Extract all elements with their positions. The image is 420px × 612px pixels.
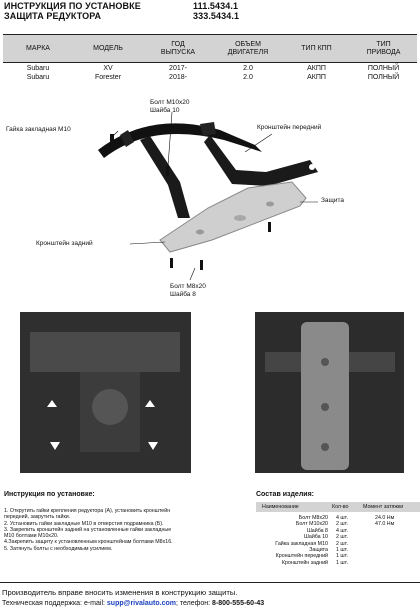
col-year-header: ГОД ВЫПУСКА: [160, 40, 196, 56]
col-engine-header: ОБЪЕМ ДВИГАТЕЛЯ: [227, 40, 269, 56]
bracket-rear-shape: [98, 123, 262, 158]
part-qty: 2 шт.: [336, 540, 348, 547]
part-qty: 1 шт.: [336, 559, 348, 566]
part-name: Шайба 8: [306, 527, 328, 534]
bracket-front-leg: [140, 136, 190, 218]
instruction-line: 3. Закрепить кронштейн задний на установ…: [4, 526, 172, 533]
label-bolt-m8: Болт M8x20 Шайба 8: [170, 283, 206, 298]
doc-title-line1: ИНСТРУКЦИЯ ПО УСТАНОВКЕ: [4, 1, 141, 11]
part-qty: 2 шт.: [336, 521, 348, 528]
cell-drive: ПОЛНЫЙ ПОЛНЫЙ: [367, 65, 400, 81]
parts-header-qty: Кол-во: [332, 504, 349, 510]
part-name: Защита: [309, 546, 328, 553]
instruction-line: 5. Затянуть болты с необходимым усилием.: [4, 545, 113, 552]
bracket-rear-tab: [120, 130, 134, 147]
instruction-line: передний, закрутить гайки.: [4, 514, 71, 521]
part-qty: 2 шт.: [336, 534, 348, 541]
support-prefix: Техническая поддержка: e-mail:: [2, 600, 107, 607]
guard-plate-shape: [159, 181, 307, 253]
bolt-m10-top: [166, 166, 169, 176]
part-name: Гайка закладная M10: [275, 540, 328, 547]
col-brand-header: МАРКА: [26, 44, 50, 52]
col-drive-header: ТИП ПРИВОДА: [366, 40, 401, 56]
assembly-diagram: [98, 111, 318, 281]
part-name: Болт M10x20: [295, 521, 328, 528]
instruction-line: 2. Установить гайки закладные M10 в отве…: [4, 520, 164, 527]
bolt-m8-left: [170, 258, 173, 268]
part-qty: 1 шт.: [336, 546, 348, 553]
part-qty: 1 шт.: [336, 553, 348, 560]
parts-row: Болт M10x20 2 шт. 47.0 Нм: [256, 521, 420, 527]
product-code-1: 111.5434.1: [193, 1, 239, 11]
footer-support: Техническая поддержка: e-mail: supp@riva…: [2, 600, 264, 607]
col-gearbox-header: ТИП КПП: [301, 44, 332, 52]
instructions-list: 1. Открутить гайки крепления редуктора (…: [4, 508, 244, 552]
part-name: Кронштейн задний: [281, 559, 328, 566]
instructions-title: Инструкция по установке:: [4, 491, 95, 498]
support-phone-prefix: ; телефон:: [175, 600, 213, 607]
product-code-2: 333.5434.1: [193, 11, 240, 21]
cell-engine: 2.0 2.0: [243, 65, 253, 81]
guard-hole-3: [234, 215, 246, 221]
bracket-front-hole: [309, 164, 315, 170]
parts-header: Наименование Кол-во Момент затяжки: [256, 502, 420, 512]
part-name: Кронштейн передний: [275, 553, 328, 560]
parts-header-name: Наименование: [262, 504, 299, 510]
photo-install-right: [255, 312, 404, 473]
label-nut-m10: Гайка закладная M10: [6, 126, 71, 133]
parts-table: Болт M8x20 4 шт. 24.0 Нм Болт M10x20 2 ш…: [256, 515, 420, 566]
bolt-m8-side: [268, 222, 271, 232]
part-qty: 4 шт.: [336, 527, 348, 534]
footer-divider: [0, 582, 420, 583]
instruction-line: M10 болтами M10x20.: [4, 533, 59, 540]
guard-hole-1: [196, 229, 204, 235]
label-bracket-rear: Кронштейн задний: [36, 240, 93, 247]
vehicle-table-header: МАРКА МОДЕЛЬ ГОД ВЫПУСКА ОБЪЕМ ДВИГАТЕЛЯ…: [3, 34, 417, 63]
bracket-front-arm: [204, 135, 318, 186]
part-torque: 47.0 Нм: [375, 521, 395, 528]
doc-title-line2: ЗАЩИТА РЕДУКТОРА: [4, 11, 102, 21]
parts-row: Шайба 8 4 шт.: [256, 528, 420, 534]
guard-hole-2: [266, 201, 274, 207]
parts-row: Болт M8x20 4 шт. 24.0 Нм: [256, 515, 420, 521]
label-bolt-m10: Болт M10x20 Шайба 10: [150, 99, 190, 114]
cell-year: 2017- 2018-: [169, 65, 187, 81]
parts-row: Шайба 10 2 шт.: [256, 534, 420, 540]
parts-header-torque: Момент затяжки: [363, 504, 404, 510]
support-email-link[interactable]: supp@rivalauto.com: [106, 600, 176, 607]
photo-install-left: [20, 312, 191, 473]
cell-brand: Subaru Subaru: [26, 65, 50, 81]
parts-row: Защита 1 шт.: [256, 547, 420, 553]
parts-row: Кронштейн задний 1 шт.: [256, 560, 420, 566]
parts-row: Гайка закладная M10 2 шт.: [256, 541, 420, 547]
part-qty: 4 шт.: [336, 515, 348, 521]
part-torque: 24.0 Нм: [375, 515, 395, 521]
bracket-rear-tab-2: [200, 122, 216, 136]
footer-disclaimer: Производитель вправе вносить изменения в…: [2, 588, 238, 597]
instruction-line: 1. Открутить гайки крепления редуктора (…: [4, 508, 171, 514]
support-phone: 8-800-555-60-43: [212, 600, 265, 607]
cell-model: XV Forester: [94, 65, 122, 81]
col-model-header: МОДЕЛЬ: [93, 44, 123, 52]
instruction-line: 4.Закрепить защиту к установленным кронш…: [4, 539, 173, 546]
nut-m10-left: [110, 134, 114, 142]
parts-title: Состав изделия:: [256, 491, 314, 498]
bolt-m8-right: [200, 260, 203, 270]
part-name: Шайба 10: [304, 534, 328, 541]
label-bracket-front: Кронштейн передний: [257, 124, 322, 131]
parts-row: Кронштейн передний 1 шт.: [256, 553, 420, 559]
cell-gearbox: АКПП АКПП: [307, 65, 326, 81]
label-guard: Защита: [321, 197, 345, 204]
part-name: Болт M8x20: [298, 515, 328, 521]
